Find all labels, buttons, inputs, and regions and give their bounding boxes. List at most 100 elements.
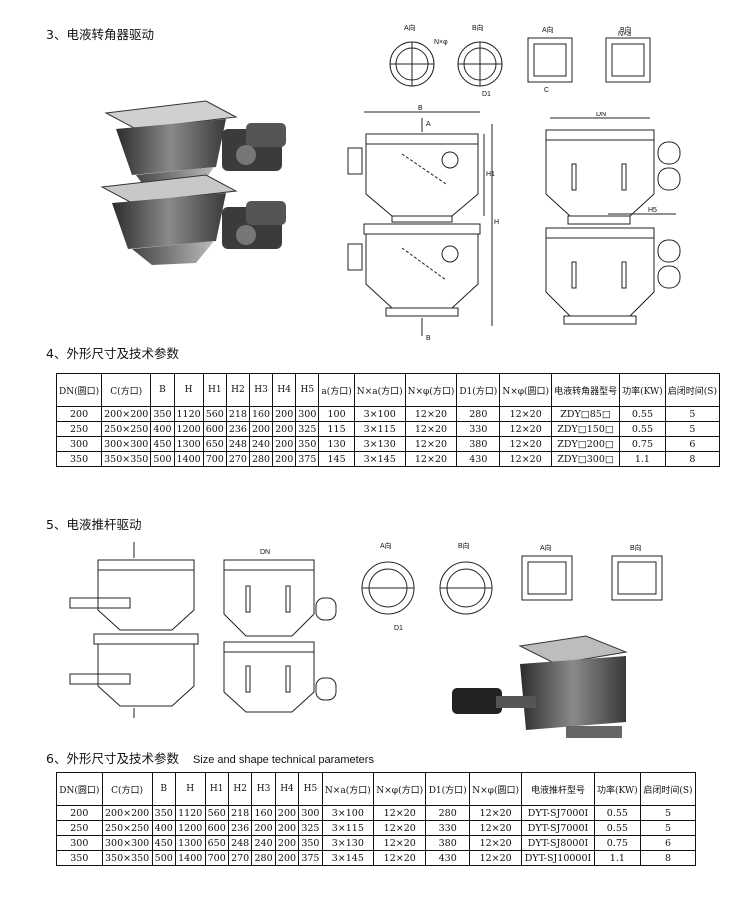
table-cell: 350: [298, 835, 323, 851]
table-cell: 380: [456, 436, 501, 452]
table-cell: 270: [225, 451, 250, 467]
table-cell: DYT-SJ7000I: [521, 805, 595, 821]
column-header: H1: [204, 772, 229, 806]
table-cell: 375: [295, 451, 320, 467]
column-header: C(方口): [101, 772, 153, 806]
pushrod-dim-dn-label: DN: [260, 549, 270, 556]
view-b-label-2: B向: [620, 25, 632, 34]
table-cell: 250×250: [101, 820, 153, 836]
n-phi-label: N×φ: [434, 39, 448, 46]
view-b-label: B向: [472, 23, 484, 32]
pushrod-side-drawing: DN: [223, 549, 337, 713]
table-cell: 450: [150, 436, 175, 452]
column-header: C(方口): [101, 373, 152, 407]
table-cell: 12×20: [404, 406, 458, 422]
table-cell: 5: [639, 805, 697, 821]
table-cell: 250: [55, 421, 103, 437]
table-cell: 12×20: [468, 805, 523, 821]
table-cell: 12×20: [499, 436, 553, 452]
d1-label: D1: [482, 91, 491, 98]
column-header: 启闭时间(S): [639, 772, 697, 806]
column-header: 启闭时间(S): [664, 373, 720, 407]
section-6-subtitle: Size and shape technical parameters: [192, 754, 374, 766]
table-cell: 12×20: [468, 850, 523, 866]
table-cell: 218: [227, 805, 253, 821]
table-cell: 300: [56, 835, 103, 851]
column-header: H4: [274, 772, 300, 806]
column-header: N×a(方口): [321, 772, 375, 806]
table-cell: 6: [639, 835, 697, 851]
table-cell: 430: [456, 451, 501, 467]
table-cell: 350×350: [101, 451, 152, 467]
table-cell: 200: [274, 850, 300, 866]
table-cell: 240: [251, 835, 276, 851]
table-cell: 3×130: [321, 835, 375, 851]
pushrod-round-flange-views: A向 B向 D1: [361, 541, 493, 632]
table-cell: 3×145: [353, 451, 406, 467]
table-cell: 1.1: [593, 850, 641, 866]
table-cell: 300×300: [101, 436, 152, 452]
table-cell: DYT-SJ8000I: [521, 835, 595, 851]
table-cell: 700: [204, 850, 229, 866]
table-cell: 12×20: [373, 850, 427, 866]
column-header: H: [174, 772, 206, 806]
table-cell: 330: [425, 820, 470, 836]
table-cell: 0.55: [619, 406, 666, 422]
table-cell: 160: [251, 805, 276, 821]
arrow-b-label: B: [426, 335, 431, 342]
table-cell: 12×20: [468, 835, 523, 851]
table-cell: 350: [150, 406, 175, 422]
table-cell: 500: [151, 850, 176, 866]
table-cell: 650: [202, 436, 227, 452]
column-header: 功率(KW): [593, 772, 641, 806]
table-cell: 330: [456, 421, 501, 437]
column-header: H2: [225, 373, 250, 407]
column-header: N×φ(圆口): [468, 772, 523, 806]
table-cell: 280: [248, 451, 274, 467]
table-cell: 236: [227, 820, 253, 836]
table-cell: 0.75: [593, 835, 641, 851]
rotary-side-drawing: DN H5: [545, 112, 681, 325]
table-cell: ZDY□150□: [551, 421, 621, 437]
pushrod-photo: [452, 635, 628, 738]
section-5-title: 5、电液推杆驱动: [46, 517, 142, 532]
table-cell: 200: [274, 835, 300, 851]
table-cell: 200: [55, 406, 103, 422]
table-cell: 12×20: [373, 835, 427, 851]
table-cell: 200: [272, 436, 297, 452]
table-cell: 236: [225, 421, 250, 437]
table-cell: 12×20: [499, 421, 553, 437]
table-cell: 200×200: [101, 406, 152, 422]
table-cell: ZDY□85□: [551, 406, 621, 422]
table-cell: 200: [274, 820, 300, 836]
dim-b-label: B: [418, 105, 423, 112]
pushrod-view-a-label-2: A向: [540, 543, 552, 552]
table-cell: 650: [204, 835, 229, 851]
table-cell: 12×20: [404, 436, 458, 452]
column-header: 电液推杆型号: [521, 772, 595, 806]
column-header: H1: [202, 373, 227, 407]
table-cell: 248: [225, 436, 250, 452]
column-header: N×φ(圆口): [499, 373, 553, 407]
dim-dn-label: DN: [596, 112, 606, 118]
table-cell: 3×115: [321, 820, 375, 836]
pushrod-view-b-label-2: B向: [630, 543, 642, 552]
table-cell: 248: [227, 835, 253, 851]
table-cell: 325: [298, 820, 323, 836]
table-cell: 6: [664, 436, 720, 452]
table-cell: 430: [425, 850, 470, 866]
table-cell: 200: [274, 805, 300, 821]
column-header: DN(圆口): [56, 772, 103, 806]
section-4-title: 4、外形尺寸及技术参数: [46, 346, 179, 361]
table-cell: 1300: [173, 436, 204, 452]
column-header: B: [151, 772, 176, 806]
table-cell: 350: [151, 805, 176, 821]
